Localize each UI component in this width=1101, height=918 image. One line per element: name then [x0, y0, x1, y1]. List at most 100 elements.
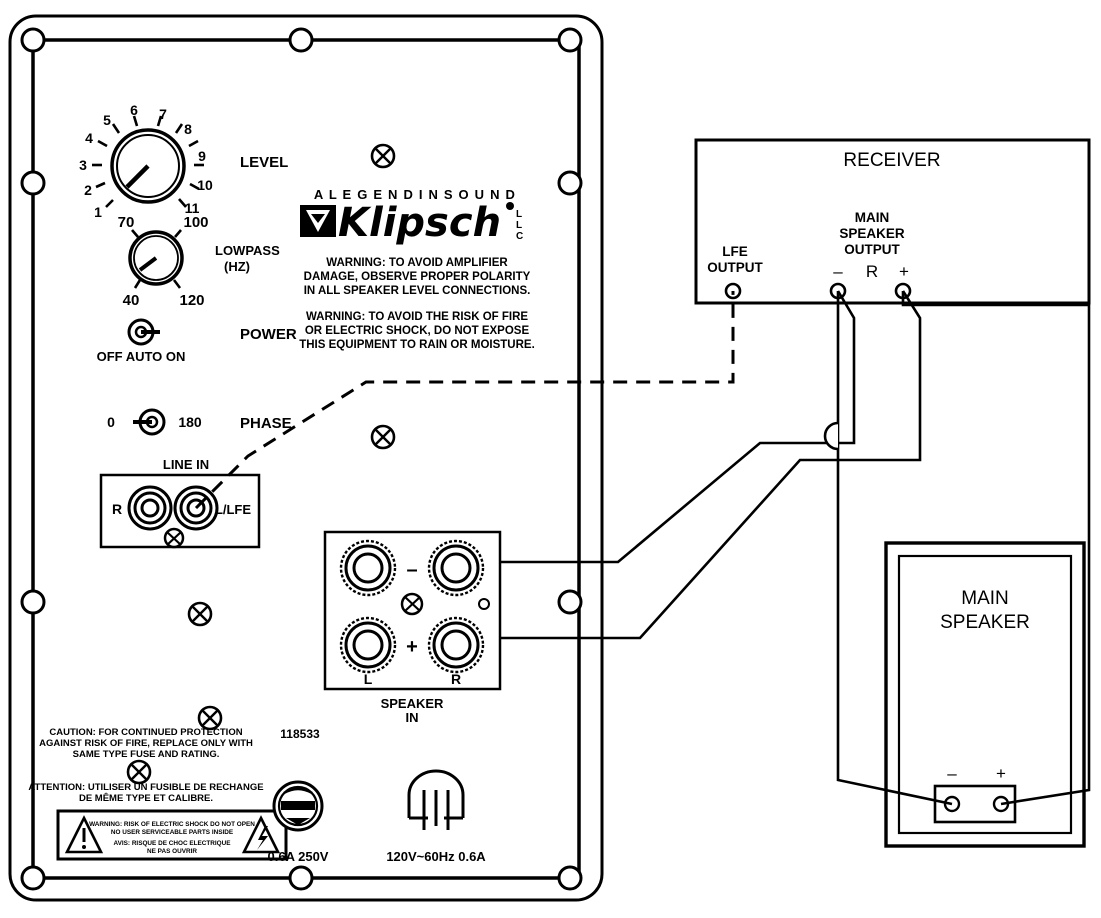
phase-control[interactable]: 0 180 PHASE [107, 408, 292, 436]
caution-french-text: ATTENTION: UTILISER UN FUSIBLE DE RECHAN… [28, 782, 263, 804]
level-tick-3: 3 [79, 157, 87, 173]
main-speaker-title-line2: SPEAKER [940, 612, 1030, 633]
shock-label-line4: NE PAS OUVRIR [147, 848, 197, 855]
lfe-output-label-line1: LFE [722, 244, 748, 259]
lowpass-tick-120: 120 [179, 292, 204, 309]
receiver-terminal-minus-label: – [833, 262, 843, 281]
panel-internal-screws [126, 424, 396, 785]
screw-hole-bottom-left [20, 865, 46, 891]
klipsch-logo-inner-triangle [311, 214, 325, 223]
main-speaker-unit: MAIN SPEAKER – + [884, 541, 1086, 848]
lowpass-knob[interactable] [128, 230, 184, 286]
level-knob-pointer [125, 164, 150, 189]
speaker-in-label-line2: IN [406, 710, 419, 725]
level-control[interactable]: 1 2 3 4 5 6 7 8 9 10 11 LEVEL [79, 102, 288, 220]
receiver-box [694, 138, 1091, 305]
klipsch-suffix-c: C [516, 231, 523, 242]
level-tick-10: 10 [197, 177, 213, 193]
screw-mid-left-internal [187, 601, 213, 627]
screw-hole-top-center [288, 27, 314, 53]
lowpass-tick-marks [131, 229, 182, 289]
screw-hole-bottom-right [557, 865, 583, 891]
amp-warning-line1: WARNING: TO AVOID AMPLIFIER [326, 257, 508, 269]
receiver-unit: RECEIVER LFE OUTPUT MAIN SPEAKER OUTPUT … [694, 138, 1091, 305]
speaker-in-indicator-hole [478, 598, 490, 610]
caution-fr-line1: ATTENTION: UTILISER UN FUSIBLE DE RECHAN… [28, 782, 263, 793]
power-options-label: OFF AUTO ON [97, 349, 186, 364]
cable-hop-arc [823, 421, 839, 451]
lowpass-tick-70: 70 [118, 214, 135, 231]
line-in-jack-r[interactable] [127, 485, 173, 531]
fire-warning-text: WARNING: TO AVOID THE RISK OF FIRE OR EL… [299, 311, 535, 351]
panel-screw-holes [20, 27, 583, 891]
speaker-in-post-r-minus[interactable] [427, 539, 485, 597]
cable-receiver-plus-to-speaker [901, 291, 1091, 806]
speaker-in-section: – + L R SPEAKER IN [323, 530, 502, 725]
caution-english-text: CAUTION: FOR CONTINUED PROTECTION AGAINS… [39, 727, 253, 760]
caution-en-line2: AGAINST RISK OF FIRE, REPLACE ONLY WITH [39, 738, 253, 749]
level-tick-labels: 1 2 3 4 5 6 7 8 9 10 11 [79, 102, 213, 220]
speaker-in-post-l-minus[interactable] [339, 539, 397, 597]
level-knob[interactable] [110, 128, 186, 204]
fire-warning-line1: WARNING: TO AVOID THE RISK OF FIRE [306, 311, 528, 323]
screw-hole-left-upper [20, 170, 46, 196]
level-tick-5: 5 [103, 112, 111, 128]
phase-option-180: 180 [178, 414, 202, 430]
exclamation-triangle-icon [64, 815, 104, 854]
brand-tagline: A L E G E N D I N S O U N D [314, 187, 516, 202]
level-tick-11: 11 [185, 200, 200, 216]
power-control[interactable]: OFF AUTO ON POWER [97, 318, 297, 364]
caution-fr-line2: DE MÊME TYPE ET CALIBRE. [79, 792, 213, 804]
speaker-in-plus-sign: + [406, 636, 418, 658]
cable-receiver-minus-to-sub [500, 290, 856, 564]
lowpass-tick-labels: 70 100 40 120 [118, 214, 209, 309]
lowpass-control[interactable]: 70 100 40 120 LOWPASS (HZ) [118, 214, 280, 309]
phase-label: PHASE [240, 415, 292, 432]
screw-hole-bottom-center [288, 865, 314, 891]
shock-warning-label: WARNING: RISK OF ELECTRIC SHOCK DO NOT O… [56, 809, 288, 861]
level-label: LEVEL [240, 154, 288, 171]
screw-center-right-internal [370, 424, 396, 450]
fuse-holder[interactable] [272, 780, 324, 832]
fuse-rating-label: 0.6A 250V [268, 849, 329, 864]
phase-switch[interactable] [133, 408, 166, 436]
speaker-in-post-r-plus[interactable] [427, 616, 485, 674]
panel-screw-upper-center [370, 143, 396, 169]
main-speaker-plus-label: + [996, 764, 1006, 783]
caution-en-line3: SAME TYPE FUSE AND RATING. [73, 749, 220, 760]
main-speaker-output-line2: SPEAKER [839, 226, 905, 241]
serial-number: 118533 [280, 727, 320, 741]
level-tick-4: 4 [85, 130, 93, 146]
klipsch-wordmark: Klipsch [338, 200, 501, 246]
fire-warning-line2: OR ELECTRIC SHOCK, DO NOT EXPOSE [305, 325, 530, 337]
lowpass-label-line2: (HZ) [224, 259, 250, 274]
level-tick-9: 9 [198, 148, 206, 164]
line-in-label: LINE IN [163, 457, 209, 472]
amp-warning-line3: IN ALL SPEAKER LEVEL CONNECTIONS. [304, 285, 531, 297]
power-switch[interactable] [127, 318, 160, 346]
receiver-terminal-channel-label: R [866, 262, 878, 281]
main-speaker-output-line3: OUTPUT [844, 242, 900, 257]
amp-warning-line2: DAMAGE, OBSERVE PROPER POLARITY [304, 271, 531, 283]
screw-hole-right-lower [557, 589, 583, 615]
receiver-terminal-plus-label: + [899, 262, 909, 281]
main-speaker-minus-label: – [947, 764, 957, 783]
speaker-in-minus-sign: – [406, 559, 417, 581]
line-in-r-label: R [112, 501, 122, 517]
lightning-bolt-triangle-icon [241, 815, 281, 854]
klipsch-suffix-l1: L [516, 209, 522, 220]
shock-label-line3: AVIS: RISQUE DE CHOC ELECTRIQUE [113, 840, 231, 847]
speaker-in-post-l-plus[interactable] [339, 616, 397, 674]
cable-receiver-plus-to-sub [500, 290, 922, 640]
klipsch-registered-dot [506, 202, 514, 210]
mains-inlet [407, 769, 465, 830]
main-speaker-output-line1: MAIN [855, 210, 890, 225]
screw-caution-top [197, 705, 223, 731]
level-tick-1: 1 [94, 204, 102, 220]
level-tick-2: 2 [84, 182, 92, 198]
amplifier-warning-text: WARNING: TO AVOID AMPLIFIER DAMAGE, OBSE… [304, 257, 531, 297]
level-tick-8: 8 [184, 121, 192, 137]
lowpass-tick-100: 100 [183, 214, 208, 231]
caution-en-line1: CAUTION: FOR CONTINUED PROTECTION [49, 727, 242, 738]
